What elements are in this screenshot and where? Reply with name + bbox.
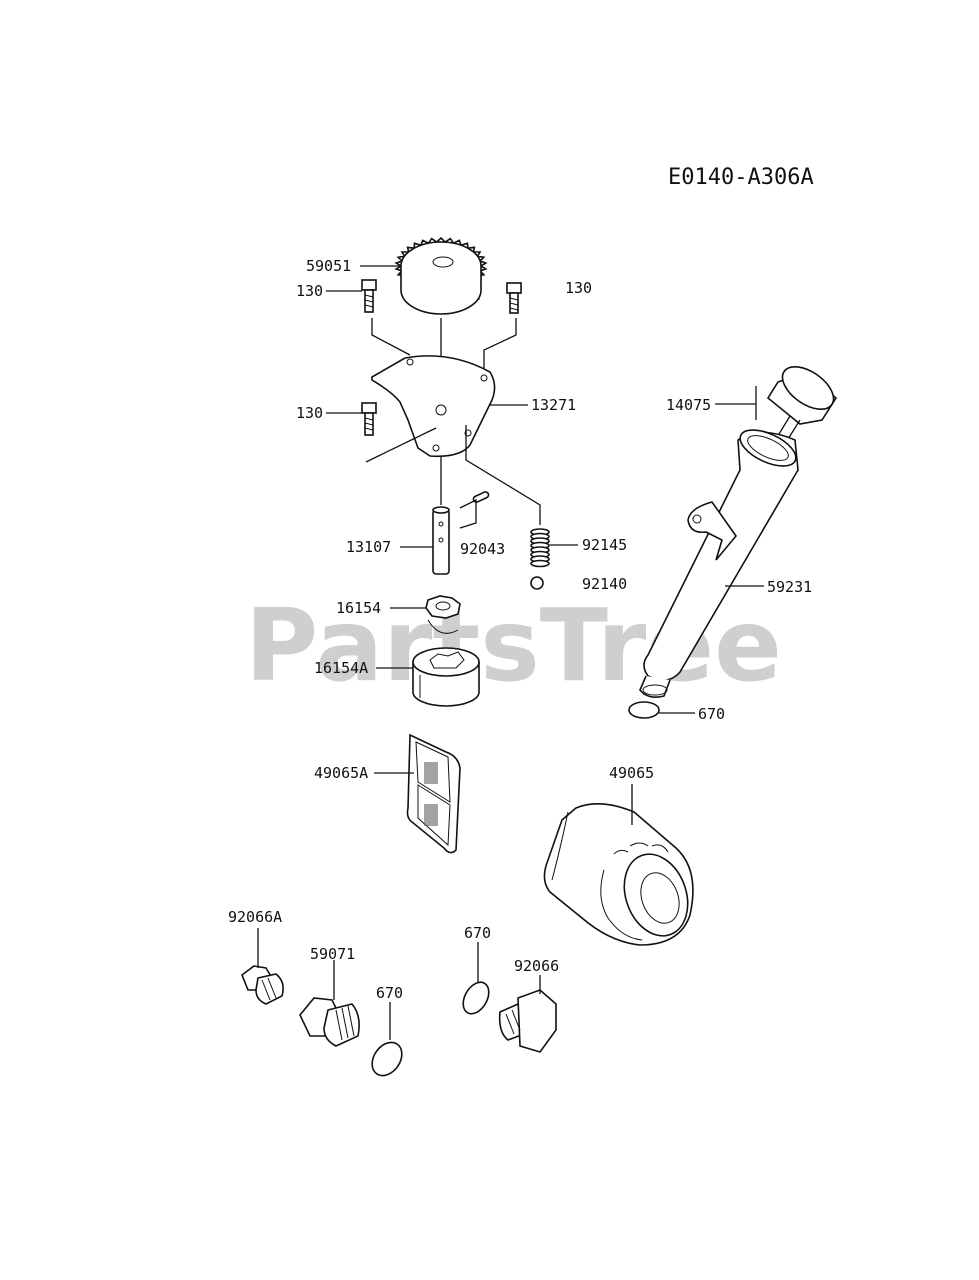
diagram-code: E0140-A306A bbox=[668, 165, 814, 190]
part-130-bolt-lower[interactable] bbox=[361, 402, 377, 436]
part-92066-drain-plug[interactable] bbox=[498, 989, 557, 1053]
label-49065[interactable]: 49065 bbox=[609, 764, 654, 782]
label-92140[interactable]: 92140 bbox=[582, 575, 627, 593]
label-13107[interactable]: 13107 bbox=[346, 538, 391, 556]
guide-line-rotor bbox=[427, 619, 459, 634]
label-670-a[interactable]: 670 bbox=[698, 705, 725, 723]
guide-line-bolt-left bbox=[371, 318, 411, 356]
label-92043[interactable]: 92043 bbox=[460, 540, 505, 558]
label-14075[interactable]: 14075 bbox=[666, 396, 711, 414]
leader-92043 bbox=[459, 498, 477, 529]
part-13107-shaft[interactable] bbox=[432, 506, 450, 575]
part-92140-ball[interactable] bbox=[530, 576, 544, 590]
label-130-a[interactable]: 130 bbox=[296, 282, 323, 300]
label-670-c[interactable]: 670 bbox=[376, 984, 403, 1002]
label-16154A[interactable]: 16154A bbox=[314, 659, 368, 677]
part-59231-oil-filler-tube[interactable] bbox=[639, 423, 801, 698]
guide-line-spring bbox=[465, 425, 541, 525]
part-92145-spring[interactable] bbox=[530, 528, 550, 568]
label-59231[interactable]: 59231 bbox=[767, 578, 812, 596]
part-49065-oil-filter[interactable] bbox=[543, 803, 698, 946]
label-49065A[interactable]: 49065A bbox=[314, 764, 368, 782]
part-49065A-oil-strainer[interactable] bbox=[406, 733, 461, 854]
guide-line-plate-left bbox=[365, 427, 437, 463]
label-670-b[interactable]: 670 bbox=[464, 924, 491, 942]
label-92066[interactable]: 92066 bbox=[514, 957, 559, 975]
part-16154A-outer-rotor[interactable] bbox=[412, 647, 480, 707]
label-130-b[interactable]: 130 bbox=[565, 279, 592, 297]
part-92043-pin[interactable] bbox=[472, 491, 490, 503]
part-130-bolt-right[interactable] bbox=[506, 282, 522, 314]
part-670-o-ring-lower[interactable] bbox=[366, 1037, 408, 1081]
part-59051-gear[interactable] bbox=[394, 236, 488, 315]
part-13271-cover-plate[interactable] bbox=[371, 355, 496, 458]
strainer-mesh-top bbox=[424, 762, 438, 784]
label-13271[interactable]: 13271 bbox=[531, 396, 576, 414]
label-92145[interactable]: 92145 bbox=[582, 536, 627, 554]
part-670-o-ring-middle[interactable] bbox=[458, 978, 494, 1018]
part-670-o-ring-tube[interactable] bbox=[628, 701, 660, 719]
label-92066A[interactable]: 92066A bbox=[228, 908, 282, 926]
part-59071-fitting[interactable] bbox=[299, 997, 360, 1047]
label-59051[interactable]: 59051 bbox=[306, 257, 351, 275]
part-92066A-drain-plug[interactable] bbox=[241, 965, 284, 1005]
label-130-c[interactable]: 130 bbox=[296, 404, 323, 422]
part-130-bolt-left[interactable] bbox=[361, 279, 377, 313]
guide-line-bolt-right bbox=[483, 318, 517, 378]
spring-coil bbox=[530, 559, 550, 568]
part-16154-inner-rotor[interactable] bbox=[425, 595, 461, 619]
strainer-mesh-bottom bbox=[424, 804, 438, 826]
label-16154[interactable]: 16154 bbox=[336, 599, 381, 617]
label-59071[interactable]: 59071 bbox=[310, 945, 355, 963]
